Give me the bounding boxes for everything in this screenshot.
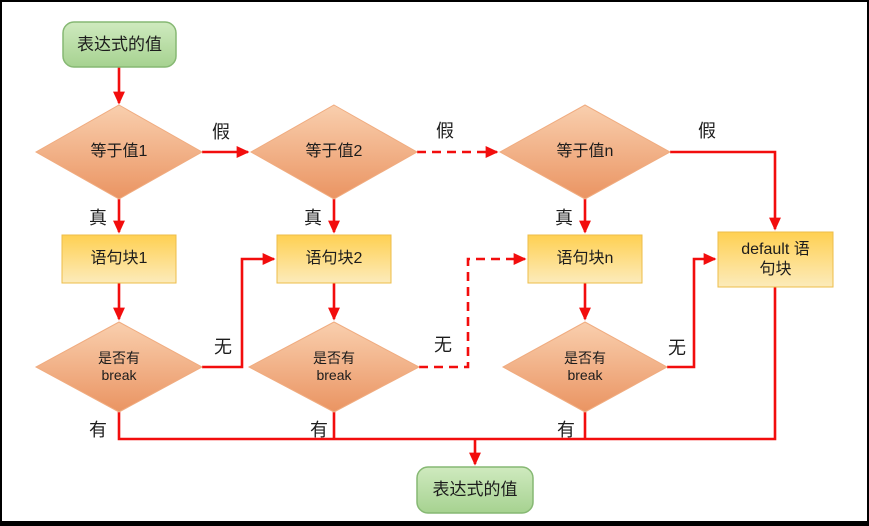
edge-label-yes-1: 有 (89, 420, 107, 440)
block1-shape (61, 234, 177, 284)
break2-diamond-shape (247, 321, 421, 413)
break3-diamond-shape (501, 321, 669, 413)
edge-label-false-3: 假 (698, 121, 716, 141)
break1-diamond-shape (34, 321, 204, 413)
edge-yes-bus (117, 287, 777, 441)
edge-label-true-3: 真 (555, 208, 573, 228)
block2-shape (276, 234, 392, 284)
edge-label-no-3: 无 (668, 338, 686, 358)
end-node-shape (416, 466, 534, 514)
edge-label-yes-3: 有 (557, 420, 575, 440)
edge-label-yes-2: 有 (310, 420, 328, 440)
edge-label-true-1: 真 (89, 208, 107, 228)
cond2-diamond-shape (249, 104, 419, 200)
edge-label-no-2: 无 (434, 335, 452, 355)
edge-label-no-1: 无 (214, 337, 232, 357)
blockn-shape (527, 234, 643, 284)
edge-no-1 (202, 253, 276, 369)
default-block-shape (717, 231, 834, 288)
edge-no-3 (667, 253, 717, 369)
edge-label-false-2: 假 (436, 121, 454, 141)
edge-false-3 (670, 150, 781, 231)
edge-no-2-dashed (419, 253, 527, 369)
start-node-shape (62, 21, 177, 68)
edge-label-false-1: 假 (212, 122, 230, 142)
edge-label-true-2: 真 (304, 208, 322, 228)
cond1-diamond-shape (34, 104, 204, 200)
condn-diamond-shape (498, 104, 672, 200)
